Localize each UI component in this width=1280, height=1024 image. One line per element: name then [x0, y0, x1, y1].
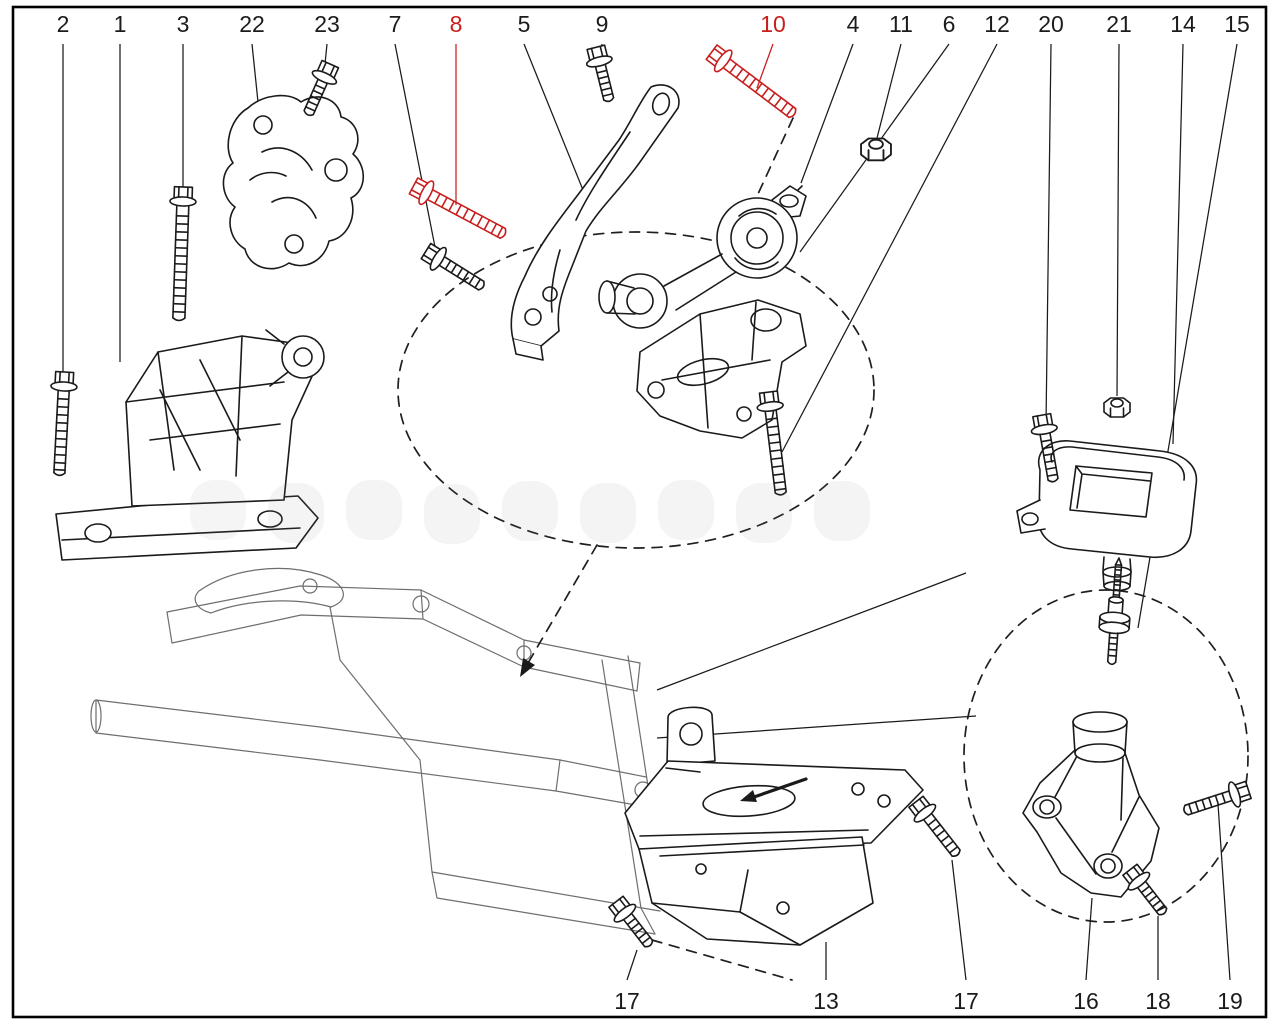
bolt-7	[419, 240, 490, 298]
callout-10-highlighted: 10	[760, 11, 786, 37]
nut-21	[1103, 397, 1131, 418]
nut-11	[860, 137, 892, 162]
parts-layer	[46, 42, 1252, 954]
part-22-bracket	[222, 94, 365, 270]
callout-1: 1	[113, 11, 127, 37]
bolt-mount-12	[756, 391, 794, 497]
bolt-2	[46, 371, 77, 476]
callout-19: 19	[1217, 988, 1243, 1014]
part-12-bracket	[636, 299, 807, 439]
callout-14: 14	[1170, 11, 1196, 37]
callout-3: 3	[176, 11, 190, 37]
callout-21: 21	[1106, 11, 1132, 37]
assembly-arrow	[740, 777, 808, 802]
callout-9: 9	[595, 11, 609, 37]
callout-17-right: 17	[953, 988, 979, 1014]
bolt-10-highlighted	[704, 42, 802, 125]
callout-17-left: 17	[614, 988, 640, 1014]
callout-8-highlighted: 8	[449, 11, 463, 37]
bolt-19	[1180, 778, 1252, 824]
callout-7: 7	[388, 11, 402, 37]
bolt-17-right	[906, 794, 968, 863]
part-13-bracket	[624, 706, 924, 946]
callout-4: 4	[846, 11, 860, 37]
callout-23: 23	[314, 11, 340, 37]
bolt-3	[166, 187, 197, 321]
detail-ellipse-right	[963, 589, 1249, 923]
part-15-stud	[1098, 557, 1131, 666]
callout-16: 16	[1073, 988, 1099, 1014]
subframe-background	[90, 567, 667, 935]
bolt-9	[583, 44, 622, 104]
callout-18: 18	[1145, 988, 1171, 1014]
callout-13: 13	[813, 988, 839, 1014]
bolt-8-highlighted	[407, 174, 511, 246]
callout-20: 20	[1038, 11, 1064, 37]
part-1-engine-mount	[55, 329, 325, 561]
callout-6: 6	[942, 11, 956, 37]
bolt-18	[1120, 862, 1175, 922]
border-frame	[11, 5, 1268, 1019]
detail-markers	[397, 117, 1249, 981]
callout-22: 22	[239, 11, 265, 37]
callout-11: 11	[889, 11, 913, 37]
callout-15: 15	[1224, 11, 1250, 37]
callout-5: 5	[517, 11, 531, 37]
part-14-mount	[1016, 440, 1198, 592]
part-4-torque-rod	[598, 185, 807, 329]
callout-12: 12	[984, 11, 1010, 37]
zoom-arrow-head	[520, 658, 535, 677]
detail-ellipse-center	[397, 231, 875, 549]
zoom-arrow-line	[527, 544, 598, 664]
watermark	[190, 480, 870, 544]
callout-2: 2	[56, 11, 70, 37]
part-5-bracket	[510, 84, 680, 361]
part-16-bracket	[1022, 711, 1160, 898]
